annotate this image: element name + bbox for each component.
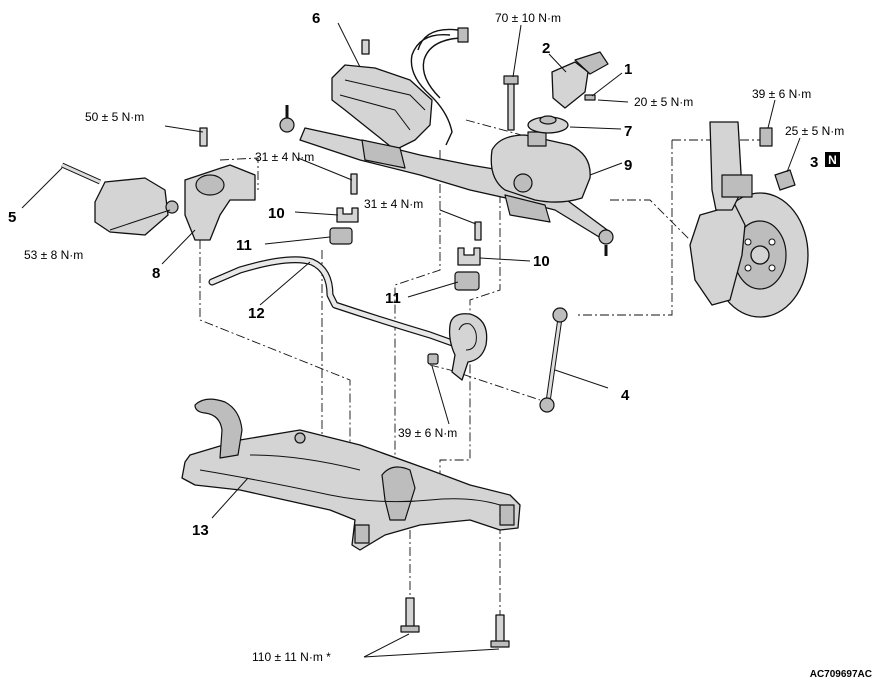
callout-11-lower: 11 (385, 290, 401, 307)
callout-1: 1 (624, 61, 632, 78)
torque-53: 53 ± 8 N·m (24, 248, 83, 262)
callout-12: 12 (248, 305, 265, 322)
steering-gear (279, 75, 614, 256)
center-lines (199, 119, 760, 620)
stabilizer-link (427, 307, 568, 413)
callout-7: 7 (624, 123, 632, 140)
callout-10-upper: 10 (268, 205, 285, 222)
torque-50: 50 ± 5 N·m (85, 110, 144, 124)
crossmember (181, 398, 521, 551)
torque-25: 25 ± 5 N·m (785, 124, 844, 138)
callout-4: 4 (621, 387, 630, 404)
callout-6: 6 (312, 10, 320, 27)
stabilizer-bar (208, 256, 488, 381)
heat-protector (331, 39, 433, 151)
stabilizer-bushings (329, 173, 482, 291)
torque-20: 20 ± 5 N·m (634, 95, 693, 109)
knuckle-assembly (689, 121, 809, 318)
torque-110: 110 ± 11 N·m * (252, 650, 331, 664)
roll-stopper (60, 127, 256, 241)
wiring-harness (410, 27, 469, 146)
callout-5: 5 (8, 209, 16, 226)
torque-39-upper: 39 ± 6 N·m (752, 87, 811, 101)
callout-10-lower: 10 (533, 253, 550, 270)
torque-39-lower: 39 ± 6 N·m (398, 426, 457, 440)
leader-lines (21, 22, 801, 658)
callout-2: 2 (542, 40, 550, 57)
callout-8: 8 (152, 265, 160, 282)
callout-11-upper: 11 (236, 237, 252, 254)
torque-70: 70 ± 10 N·m (495, 11, 561, 25)
crossmember-bolts (400, 597, 510, 648)
callout-3: 3 (810, 154, 818, 171)
new-part-badge: N (825, 152, 840, 167)
column-joint (527, 51, 609, 134)
torque-31-lower: 31 ± 4 N·m (364, 197, 423, 211)
figure-code: AC709697AC (810, 669, 872, 680)
callout-labels: 1 2 3 4 5 6 7 8 9 10 10 11 11 12 13 (8, 10, 818, 539)
torque-labels: 70 ± 10 N·m 20 ± 5 N·m 39 ± 6 N·m 25 ± 5… (24, 11, 844, 664)
torque-31-upper: 31 ± 4 N·m (255, 150, 314, 164)
callout-9: 9 (624, 157, 632, 174)
badge-text: N (828, 153, 837, 167)
callout-13: 13 (192, 522, 209, 539)
